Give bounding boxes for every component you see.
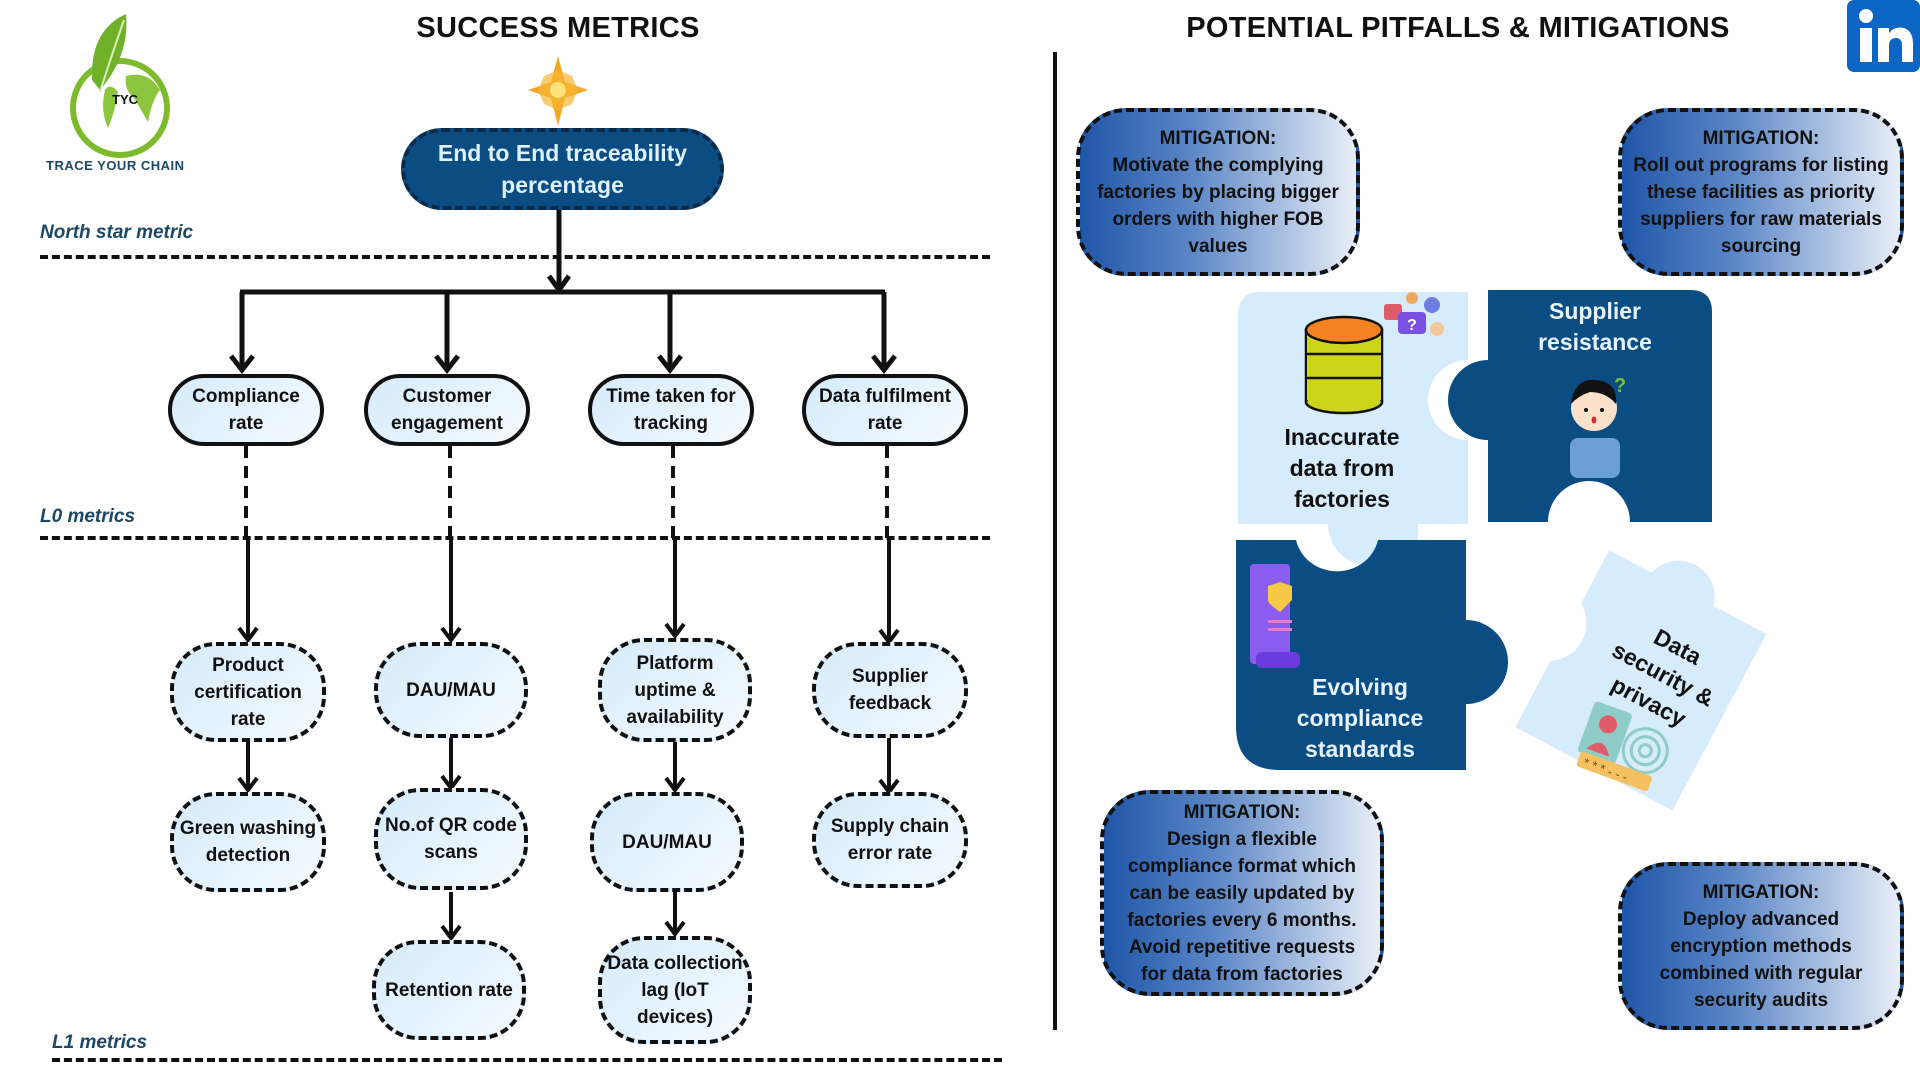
- l1-node-qr-code-scans: No.of QR code scans: [374, 788, 528, 890]
- svg-text:?: ?: [1407, 317, 1417, 334]
- mitigation-card-inaccurate-data: MITIGATION: Motivate the complying facto…: [1076, 108, 1360, 276]
- l0-node-time-taken-tracking: Time taken for tracking: [588, 374, 754, 446]
- l1-node-data-collection-lag: Data collection lag (IoT devices): [598, 936, 752, 1044]
- l1-node-supply-chain-error-rate: Supply chain error rate: [812, 792, 968, 888]
- l1-connectors: [237, 538, 900, 942]
- logo-name: TRACE YOUR CHAIN: [46, 158, 185, 173]
- l0-node-data-fulfilment-rate: Data fulfilment rate: [802, 374, 968, 446]
- l1-node-dau-mau-engagement: DAU/MAU: [374, 642, 528, 738]
- level-label-l0: L0 metrics: [40, 506, 136, 527]
- section-divider: [1053, 52, 1057, 1030]
- svg-text:?: ?: [1614, 375, 1626, 397]
- database-icon: [1304, 315, 1384, 415]
- mitigation-text: Deploy advanced encryption methods combi…: [1659, 908, 1863, 1011]
- mitigation-heading: MITIGATION:: [1183, 801, 1301, 823]
- north-star-icon: [528, 56, 588, 126]
- l0-dashed-drops: [244, 446, 889, 538]
- tree-connectors: [229, 208, 897, 375]
- confused-person-icon: ?: [1570, 375, 1626, 478]
- l1-node-supplier-feedback: Supplier feedback: [812, 642, 968, 738]
- success-metrics-title: SUCCESS METRICS: [416, 12, 700, 44]
- pitfalls-title: POTENTIAL PITFALLS & MITIGATIONS: [1186, 12, 1730, 44]
- level-label-l1: L1 metrics: [52, 1032, 148, 1053]
- compliance-document-icon: [1250, 564, 1300, 668]
- puzzle-piece-evolving-compliance: [1236, 540, 1508, 770]
- l1-node-product-certification-rate: Product certification rate: [170, 642, 326, 742]
- mitigation-text: Roll out programs for listing these faci…: [1633, 154, 1889, 257]
- puzzle-piece-data-security: [1515, 550, 1767, 811]
- l1-node-green-washing-detection: Green washing detection: [170, 792, 326, 892]
- l0-divider: [40, 536, 990, 540]
- logo-initials: TYC: [112, 92, 138, 107]
- mitigation-card-evolving-compliance: MITIGATION: Design a flexible compliance…: [1100, 790, 1384, 996]
- l0-node-customer-engagement: Customer engagement: [364, 374, 530, 446]
- l1-divider: [52, 1058, 1002, 1062]
- pitfall-inaccurate-data: Inaccurate data from factories: [1284, 424, 1400, 512]
- l1-node-retention-rate: Retention rate: [372, 940, 526, 1040]
- mitigation-heading: MITIGATION:: [1702, 881, 1820, 903]
- mitigation-heading: MITIGATION:: [1159, 127, 1277, 149]
- tyc-logo-icon: [70, 14, 170, 158]
- l0-node-compliance-rate: Compliance rate: [168, 374, 324, 446]
- mitigation-heading: MITIGATION:: [1702, 127, 1820, 149]
- level-label-north-star: North star metric: [40, 222, 194, 243]
- north-star-divider: [40, 255, 990, 259]
- mitigation-text: Motivate the complying factories by plac…: [1097, 154, 1339, 257]
- linkedin-icon[interactable]: [1847, 0, 1920, 72]
- pitfall-evolving-compliance: Evolving compliance standards: [1296, 674, 1424, 762]
- north-star-metric-node: End to End traceability percentage: [401, 128, 724, 210]
- mitigation-text: Design a flexible compliance format whic…: [1127, 828, 1357, 985]
- l1-node-dau-mau-tracking: DAU/MAU: [590, 792, 744, 892]
- pitfall-supplier-resistance: Supplier resistance: [1538, 298, 1652, 355]
- mitigation-card-supplier-resistance: MITIGATION: Roll out programs for listin…: [1618, 108, 1904, 276]
- l1-node-platform-uptime: Platform uptime & availability: [598, 638, 752, 742]
- mitigation-card-data-security: MITIGATION: Deploy advanced encryption m…: [1618, 862, 1904, 1030]
- question-bubbles-icon: ?: [1384, 292, 1444, 336]
